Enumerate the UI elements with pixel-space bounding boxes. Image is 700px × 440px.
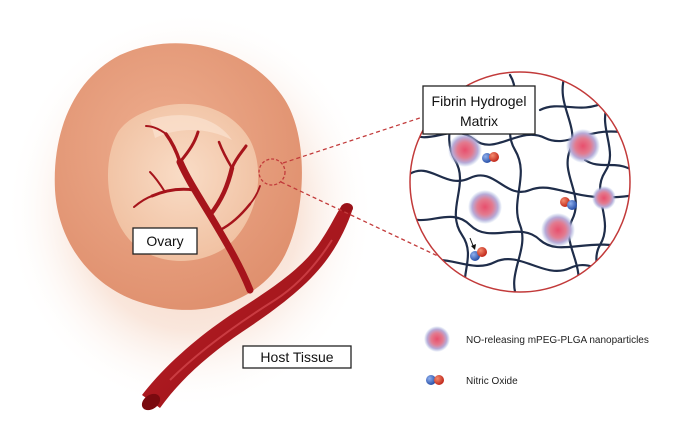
legend-nanoparticle-icon <box>424 326 450 352</box>
nitric-oxide-molecule <box>482 152 499 163</box>
hydrogel-label-line2: Matrix <box>460 113 498 129</box>
ovary-inner-highlight <box>150 115 232 140</box>
ovary-label-box: Ovary <box>132 227 198 255</box>
ovary-label: Ovary <box>146 233 183 249</box>
host-vessel-shine <box>169 239 333 381</box>
host-tissue-label-box: Host Tissue <box>242 345 352 369</box>
nitric-oxide-molecule <box>470 247 487 261</box>
hydrogel-label-box: Fibrin Hydrogel Matrix <box>422 85 536 135</box>
legend-nitric-oxide-label: Nitric Oxide <box>466 376 518 387</box>
nanoparticle <box>592 186 616 210</box>
host-tissue-label: Host Tissue <box>260 349 333 365</box>
nanoparticle <box>541 213 575 247</box>
nanoparticle <box>468 190 502 224</box>
hydrogel-label-line1: Fibrin Hydrogel <box>432 93 527 109</box>
nitric-oxide-molecule <box>560 197 577 210</box>
legend: NO-releasing mPEG-PLGA nanoparticles Nit… <box>424 326 649 387</box>
ovary-vessel-tree <box>133 125 261 294</box>
zoom-line-top <box>282 111 439 164</box>
zoom-line-bottom <box>280 181 443 259</box>
host-vessel-tip <box>341 203 353 213</box>
legend-nitric-oxide-icon <box>426 375 444 385</box>
nanoparticle <box>566 129 600 163</box>
zoom-origin-circle <box>258 158 286 186</box>
nanoparticle <box>448 133 482 167</box>
legend-nanoparticle-label: NO-releasing mPEG-PLGA nanoparticles <box>466 335 649 346</box>
host-vessel-end <box>141 393 161 411</box>
zoom-circle-border <box>409 71 631 293</box>
release-arrow-head <box>471 244 476 250</box>
